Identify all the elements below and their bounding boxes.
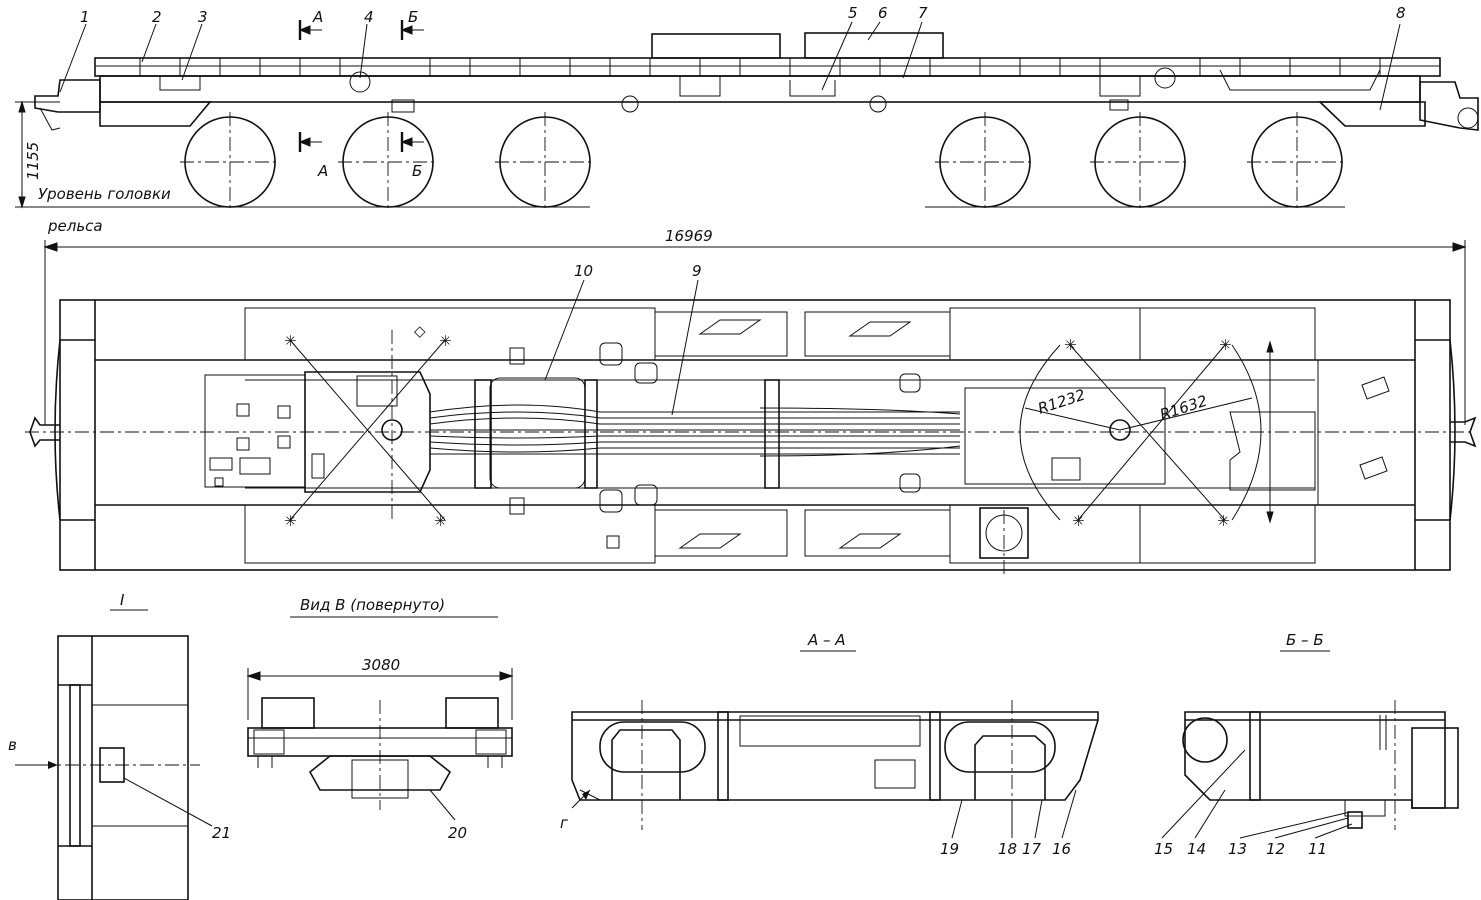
svg-text:✳: ✳ [434,512,447,530]
view-v-rotated: Вид В (повернуто) 3080 20 [246,596,514,842]
callout-13: 13 [1228,840,1247,858]
side-elevation-view: 1155 А А Б Б 1 2 3 [15,4,1479,235]
callout-5: 5 [848,4,858,22]
width-dimension-value: 3080 [362,656,400,674]
callout-21: 21 [212,824,231,842]
callout-9: 9 [692,262,702,280]
height-dimension-value: 1155 [24,142,42,180]
svg-text:✳: ✳ [439,332,452,350]
svg-text:✳: ✳ [1219,336,1232,354]
rail-level-caption-line1: Уровень головки [38,185,171,203]
callout-10: 10 [574,262,593,280]
cab-block-left [651,33,781,59]
plan-outline [59,299,1451,571]
length-dimension-value: 16969 [665,227,713,245]
callout-18: 18 [998,840,1017,858]
callout-8: 8 [1396,4,1406,22]
callout-11: 11 [1308,840,1327,858]
detail-i-caption: I [120,591,125,609]
section-mark-b-bottom: Б [412,162,422,180]
callout-17: 17 [1022,840,1042,858]
svg-text:✳: ✳ [284,512,297,530]
cable-bundle [429,404,961,457]
callout-v: в [8,736,17,754]
section-a-a: А – А г 19 18 17 16 [560,631,1099,858]
svg-text:✳: ✳ [284,332,297,350]
section-aa-caption: А – А [807,631,846,649]
detail-i-view: I в 21 [8,591,231,900]
coupler-left [29,416,60,448]
callout-2: 2 [152,8,162,26]
callout-14: 14 [1187,840,1206,858]
hatched-plates [678,319,912,549]
radius-arc-outer [1231,344,1262,521]
bogie-frame-left [99,101,212,127]
wheelsets [180,112,1347,212]
callout-3: 3 [198,8,208,26]
view-v-caption: Вид В (повернуто) [300,596,445,614]
radius-arc-inner [1019,344,1061,521]
callout-6: 6 [878,4,888,22]
section-mark-a-bottom: А [317,162,328,180]
frame-main-beam [99,75,1421,103]
callout-7: 7 [918,4,928,22]
plan-view: ✳ ✳ ✳ ✳ ◇ [25,262,1477,578]
svg-text:✳: ✳ [1064,336,1077,354]
length-dimension [43,240,1467,425]
callout-12: 12 [1266,840,1285,858]
bogie-frame-right [1318,101,1426,127]
callout-1: 1 [80,8,90,26]
svg-text:◇: ◇ [414,322,426,340]
callout-20: 20 [448,824,467,842]
frame-top-deck [94,57,1441,77]
coupler-right [1450,416,1477,448]
callout-15: 15 [1154,840,1173,858]
height-dimension [15,100,60,209]
svg-text:✳: ✳ [1072,512,1085,530]
section-mark-b-top: Б [408,8,418,26]
section-mark-a-top: А [312,8,323,26]
callout-4: 4 [364,8,374,26]
callout-19: 19 [940,840,959,858]
callout-g: г [560,814,568,832]
section-b-b: Б – Б 15 14 13 12 11 [1154,631,1459,858]
frame-ribs [139,58,1381,76]
cab-block-right [804,32,944,59]
callout-16: 16 [1052,840,1071,858]
svg-text:✳: ✳ [1217,512,1230,530]
section-bb-caption: Б – Б [1286,631,1324,649]
rail-level-caption-line2: рельса [47,217,103,235]
pivot-right [1109,419,1131,441]
radius-inner-label: R1232 [1036,386,1088,418]
buffer-left [34,79,101,113]
buffer-right [1419,81,1479,131]
